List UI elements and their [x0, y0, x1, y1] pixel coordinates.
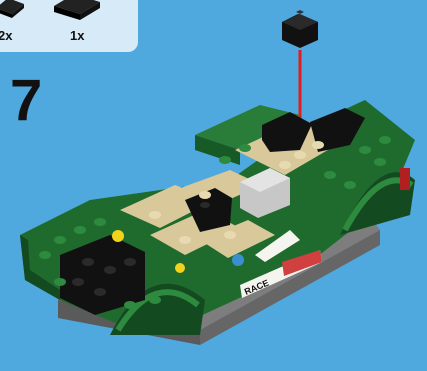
- black-curved-slope-icon: [282, 10, 318, 48]
- yellow-tile: [112, 230, 124, 242]
- yellow-tile: [175, 263, 185, 273]
